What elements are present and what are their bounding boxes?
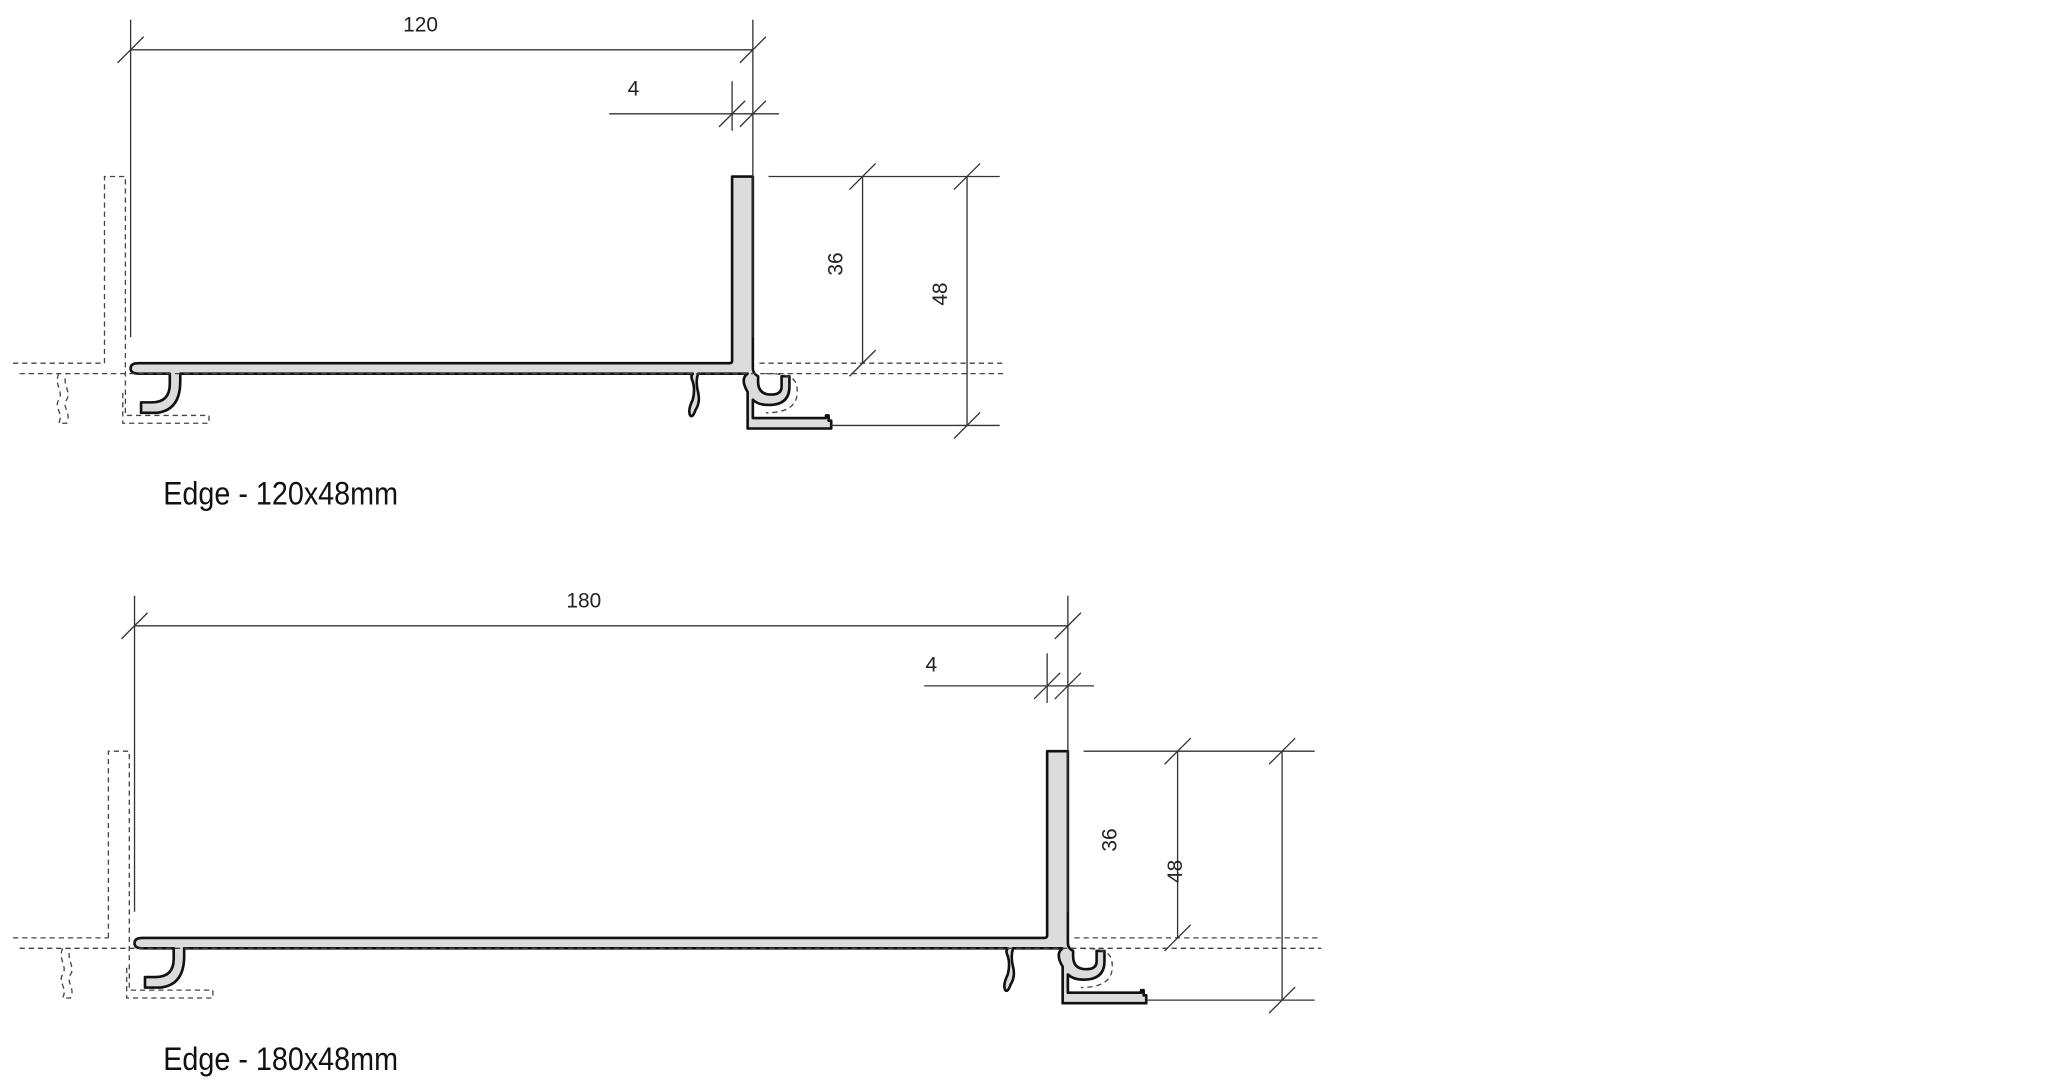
profile-120x48: 120 4 36 48 Edge - 120x48mm bbox=[13, 14, 1007, 512]
upper-height-dimension-label: 36 bbox=[824, 252, 847, 275]
wall-dimension-label: 4 bbox=[628, 78, 640, 101]
width-dimension-label: 120 bbox=[403, 14, 438, 37]
upper-height-dimension-label: 36 bbox=[1099, 828, 1122, 851]
adjacent-clip-dashed bbox=[56, 373, 69, 424]
edge-profile-section bbox=[129, 175, 833, 430]
edge-profile-section bbox=[133, 749, 1148, 1005]
profile-180x48: 180 4 36 48 Edge - 180x48mm bbox=[13, 590, 1322, 1077]
total-height-dimension-label: 48 bbox=[1164, 860, 1187, 883]
profile-caption: Edge - 180x48mm bbox=[163, 1040, 398, 1077]
width-dimension-label: 180 bbox=[566, 590, 601, 613]
wall-dimension-label: 4 bbox=[925, 654, 937, 677]
adjacent-profile-dashed bbox=[103, 175, 210, 424]
adjacent-clip-dashed bbox=[60, 948, 73, 999]
adjacent-profile-dashed bbox=[107, 750, 214, 999]
profile-caption: Edge - 120x48mm bbox=[163, 475, 398, 512]
total-height-dimension-label: 48 bbox=[929, 282, 952, 305]
